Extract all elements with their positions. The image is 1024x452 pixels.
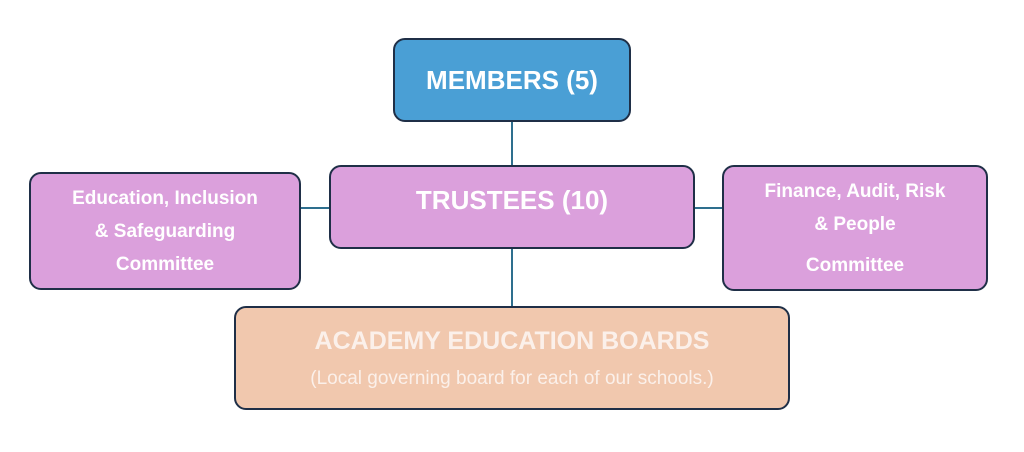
finance-audit-risk-people-committee-box: Finance, Audit, Risk & People Committee bbox=[722, 165, 988, 291]
connector-trustees-right-committee bbox=[695, 207, 722, 209]
education-inclusion-safeguarding-committee-box: Education, Inclusion & Safeguarding Comm… bbox=[29, 172, 301, 290]
committee-left-line-1: Education, Inclusion bbox=[72, 187, 258, 209]
members-label: MEMBERS (5) bbox=[426, 64, 598, 95]
committee-right-line-2: & People bbox=[814, 213, 896, 235]
committee-right-line-3: Committee bbox=[805, 254, 905, 276]
connector-trustees-boards bbox=[511, 249, 513, 306]
boards-title: ACADEMY EDUCATION BOARDS bbox=[314, 326, 710, 355]
academy-education-boards-box: ACADEMY EDUCATION BOARDS (Local governin… bbox=[234, 306, 790, 410]
committee-left-line-3: Committee bbox=[115, 253, 215, 275]
boards-subtitle: (Local governing board for each of our s… bbox=[310, 367, 714, 389]
connector-members-trustees bbox=[511, 122, 513, 165]
members-box: MEMBERS (5) bbox=[393, 38, 631, 122]
trustees-label: TRUSTEES (10) bbox=[415, 184, 609, 215]
committee-left-line-2: & Safeguarding bbox=[94, 220, 236, 242]
trustees-box: TRUSTEES (10) bbox=[329, 165, 695, 249]
committee-right-line-1: Finance, Audit, Risk bbox=[764, 180, 946, 202]
connector-trustees-left-committee bbox=[301, 207, 329, 209]
